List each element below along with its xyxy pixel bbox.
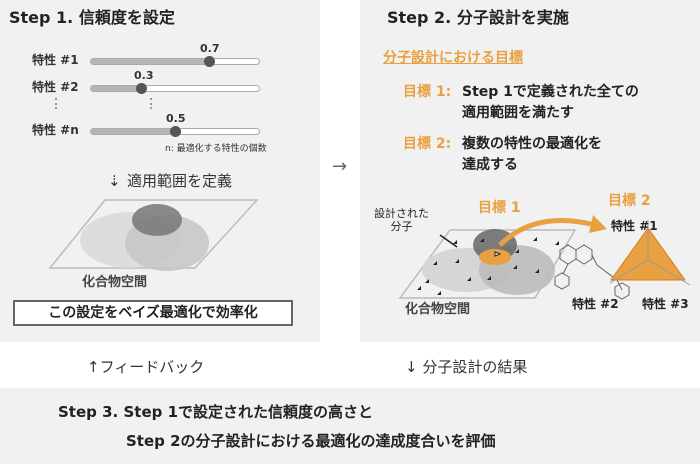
ellipsis-dots (55, 98, 57, 109)
slider-label: 特性 #2 (32, 80, 79, 94)
step1-panel (0, 0, 320, 342)
radar-label-3: 特性 #3 (642, 297, 689, 311)
step2-title: Step 2. 分子設計を実施 (387, 8, 569, 27)
feedback-label: ↑フィードバック (87, 358, 205, 376)
define-label: 適用範囲を定義 (127, 172, 233, 190)
goal2-label: 目標 2: (403, 136, 452, 152)
goal1-tag: 目標 1 (478, 200, 521, 216)
design-diagram (398, 215, 691, 300)
slider-track-2[interactable] (90, 85, 260, 92)
designed-line1: 設計された (374, 207, 429, 220)
bayes-box: この設定をベイズ最適化で効率化 (13, 300, 293, 326)
slider-label: 特性 #1 (32, 53, 79, 67)
goal1-label: 目標 1: (403, 84, 452, 100)
slider-value: 0.5 (166, 112, 186, 125)
slider-fill (91, 86, 142, 91)
space-label: 化合物空間 (82, 275, 148, 290)
step1-title: Step 1. 信頼度を設定 (9, 8, 175, 27)
goal2-text: 複数の特性の最適化を達成する (462, 134, 602, 176)
compound-space-diagram (48, 199, 259, 271)
goal1-text: Step 1で定義された全ての適用範囲を満たす (462, 82, 639, 124)
goal2-line2: 達成する (462, 157, 518, 173)
note-text: n: 最適化する特性の個数 (165, 144, 267, 154)
slider-label: 特性 #n (32, 123, 79, 137)
slider-value: 0.7 (200, 42, 220, 55)
right-arrow-icon: → (332, 156, 348, 177)
result-label: ↓ 分子設計の結果 (405, 358, 528, 376)
slider-knob-1[interactable] (204, 56, 215, 67)
radar-label-2: 特性 #2 (572, 297, 619, 311)
slider-value: 0.3 (134, 69, 154, 82)
down-arrow-icon: ⇣ (108, 172, 121, 190)
designed-molecule-label: 設計された分子 (374, 207, 429, 233)
radar-label-1: 特性 #1 (611, 219, 658, 233)
goal1-line2: 適用範囲を満たす (462, 105, 574, 121)
designed-line2: 分子 (390, 220, 413, 233)
goal1-line1: Step 1で定義された全ての (462, 84, 639, 100)
slider-fill (91, 59, 209, 64)
slider-knob-2[interactable] (136, 83, 147, 94)
goals-subtitle: 分子設計における目標 (383, 50, 523, 66)
step3-line1: Step 3. Step 1で設定された信頼度の高さと (58, 403, 374, 421)
step3-line2: Step 2の分子設計における最適化の達成度合いを評価 (126, 432, 496, 450)
goal2-line1: 複数の特性の最適化を (462, 136, 602, 152)
goal2-tag: 目標 2 (608, 193, 651, 209)
ellipsis-dots (150, 98, 152, 109)
slider-track-1[interactable] (90, 58, 260, 65)
slider-fill (91, 129, 175, 134)
slider-knob-n[interactable] (170, 126, 181, 137)
space-label-2: 化合物空間 (405, 302, 471, 317)
step3-panel (0, 388, 700, 464)
